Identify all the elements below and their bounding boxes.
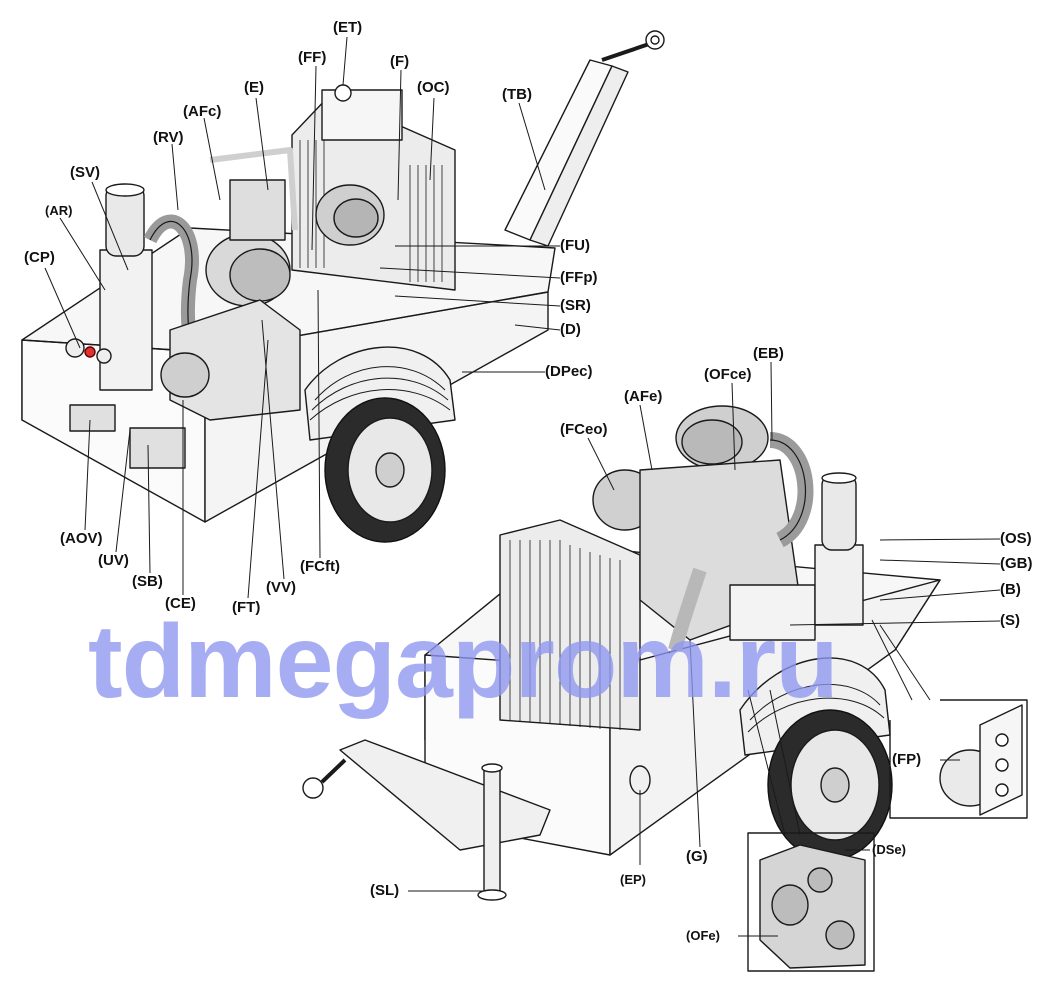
watermark-text: tdmegaprom.ru (88, 604, 839, 720)
label-s: (S) (1000, 612, 1020, 629)
label-vv: (VV) (266, 579, 296, 596)
label-eb: (EB) (753, 345, 784, 362)
label-ep: (EP) (620, 872, 646, 887)
label-dpec: (DPec) (545, 363, 593, 380)
lower-ep-panel (629, 765, 651, 795)
label-sr: (SR) (560, 297, 591, 314)
label-et: (ET) (333, 19, 363, 36)
label-aov: (AOV) (60, 530, 103, 547)
label-ofe: (OFe) (686, 928, 720, 943)
label-ce: (CE) (165, 595, 196, 612)
upper-air-receiver (99, 183, 153, 391)
label-afc: (AFc) (183, 103, 222, 120)
label-dse: (DSe) (872, 842, 906, 857)
label-e: (E) (244, 79, 264, 96)
upper-wheel (304, 346, 456, 543)
lower-separator-tank (814, 472, 864, 626)
label-sl: (SL) (370, 882, 400, 899)
label-sv: (SV) (70, 164, 100, 181)
label-g: (G) (686, 848, 708, 865)
label-ffp: (FFp) (560, 269, 598, 286)
upper-engine-block (160, 179, 301, 421)
label-uv: (UV) (98, 552, 129, 569)
label-ff: (FF) (298, 49, 327, 66)
upper-control-panel (65, 338, 186, 469)
engine-inset (747, 832, 875, 972)
label-fceo: (FCeo) (560, 421, 608, 438)
lower-tow-bar (302, 739, 551, 901)
label-gb: (GB) (1000, 555, 1033, 572)
upper-air-filters (143, 147, 385, 363)
label-tb: (TB) (502, 86, 532, 103)
label-os: (OS) (1000, 530, 1032, 547)
upper-radiator (291, 84, 456, 291)
label-ar: (AR) (45, 203, 73, 218)
lower-engine (592, 405, 816, 652)
label-oc: (OC) (417, 79, 450, 96)
label-rv: (RV) (153, 129, 184, 146)
lower-radiator (499, 519, 641, 731)
lower-wheel (739, 657, 893, 861)
label-fp: (FP) (892, 751, 922, 768)
label-ft: (FT) (232, 599, 261, 616)
label-cp: (CP) (24, 249, 55, 266)
label-b: (B) (1000, 581, 1021, 598)
label-afe: (AFe) (624, 388, 663, 405)
fp-inset (889, 699, 1028, 819)
label-f: (F) (390, 53, 410, 70)
upper-tow-bar (504, 30, 665, 247)
label-ofce: (OFce) (704, 366, 752, 383)
label-sb: (SB) (132, 573, 163, 590)
leader-lines (44, 36, 1001, 937)
label-fcft: (FCft) (300, 558, 340, 575)
label-d: (D) (560, 321, 581, 338)
label-fu: (FU) (560, 237, 590, 254)
